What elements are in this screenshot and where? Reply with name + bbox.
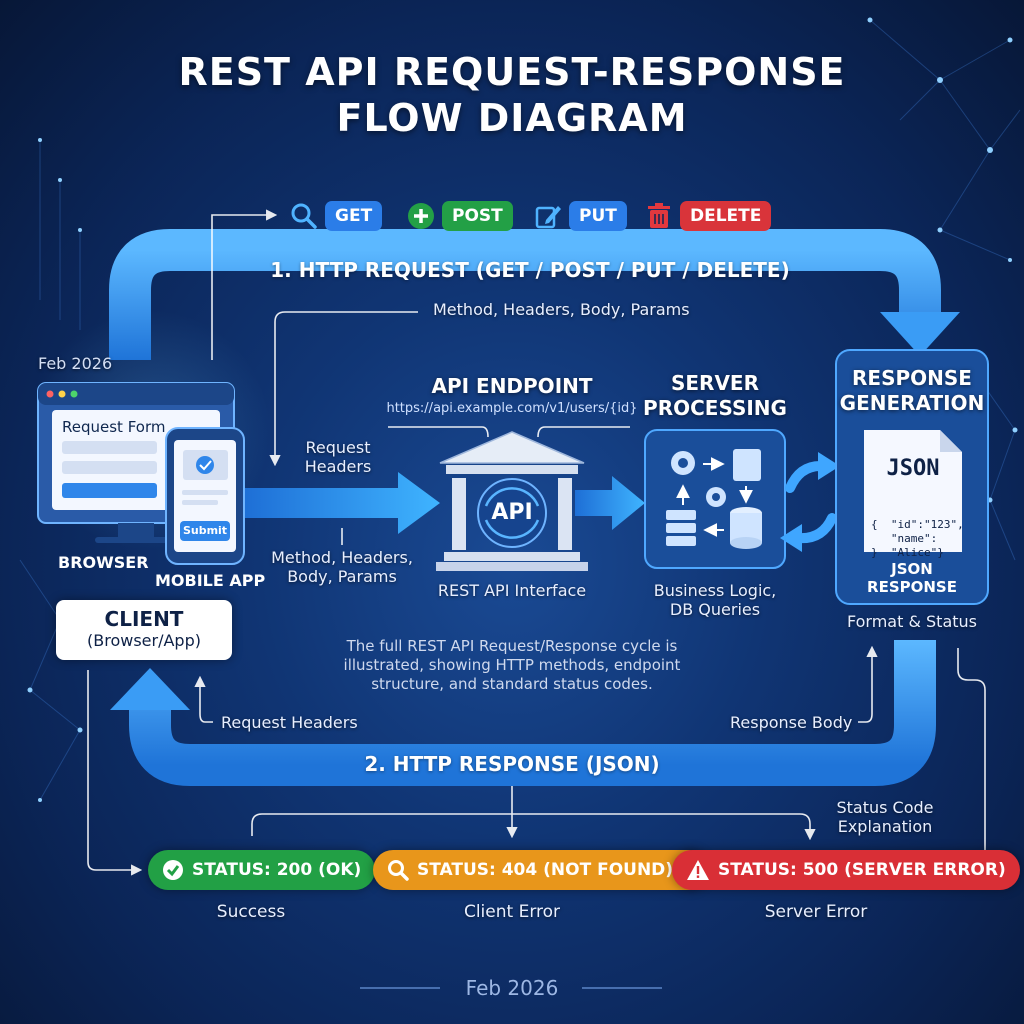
diagram-title-line2: FLOW DIAGRAM [336, 96, 688, 140]
footer-date: Feb 2026 [465, 976, 559, 1000]
request-form-title: Request Form [62, 418, 166, 436]
response-generation-panel [835, 349, 989, 605]
status-404-caption: Client Error [463, 902, 561, 922]
api-endpoint-url: https://api.example.com/v1/users/{id} [386, 401, 638, 416]
http-request-band-label: 1. HTTP REQUEST (GET / POST / PUT / DELE… [270, 258, 790, 282]
status-500-caption: Server Error [764, 902, 868, 922]
status-200-caption: Success [216, 902, 286, 922]
method-get-badge: GET [325, 201, 383, 231]
method-post: POST [406, 200, 513, 232]
search-icon [289, 201, 319, 231]
status-500-badge: STATUS: 500 (SERVER ERROR) [672, 850, 1020, 890]
trash-icon [644, 201, 674, 231]
mobile-phone-illustration [165, 427, 245, 565]
status-200-badge: STATUS: 200 (OK) [148, 850, 376, 890]
json-doc-content: { "id":"123", "name":} "Alice"} [871, 518, 964, 559]
api-building-illustration [436, 431, 588, 571]
search-icon [387, 859, 409, 881]
request-body-label: Method, Headers,Body, Params [271, 548, 413, 586]
method-put-badge: PUT [569, 201, 627, 231]
submit-button: Submit [182, 524, 228, 537]
method-put: PUT [533, 200, 627, 232]
mobile-app-label: MOBILE APP [155, 571, 266, 590]
warning-icon [686, 859, 710, 881]
format-status-caption: Format & Status [846, 612, 977, 631]
request-method-note: Method, Headers, Body, Params [433, 300, 690, 319]
status-404-badge: STATUS: 404 (NOT FOUND) × [373, 850, 710, 890]
server-processing-caption: Business Logic,DB Queries [653, 581, 777, 619]
method-post-badge: POST [442, 201, 513, 231]
json-doc-title: JSON [886, 456, 940, 481]
http-response-band-label: 2. HTTP RESPONSE (JSON) [364, 752, 660, 776]
client-subtitle: (Browser/App) [87, 631, 201, 650]
diagram-title: REST API REQUEST-RESPONSE [178, 50, 846, 94]
client-card: CLIENT (Browser/App) [56, 600, 232, 660]
check-circle-icon [162, 859, 184, 881]
client-date: Feb 2026 [38, 354, 113, 373]
method-get: GET [289, 200, 383, 232]
api-icon: API [491, 500, 533, 525]
response-headers-label: Request Headers [221, 713, 358, 732]
browser-label: BROWSER [58, 553, 149, 572]
client-title: CLIENT [104, 607, 184, 631]
response-body-label: Response Body [730, 713, 853, 732]
method-delete: DELETE [644, 200, 772, 232]
server-processing-panel [644, 429, 786, 569]
api-endpoint-title: API ENDPOINT [431, 374, 593, 398]
refresh-cycle-icon [785, 460, 837, 544]
plus-icon [406, 201, 436, 231]
method-delete-badge: DELETE [680, 201, 772, 231]
api-endpoint-caption: REST API Interface [437, 581, 587, 600]
edit-icon [533, 201, 563, 231]
diagram-description: The full REST API Request/Response cycle… [343, 637, 681, 693]
